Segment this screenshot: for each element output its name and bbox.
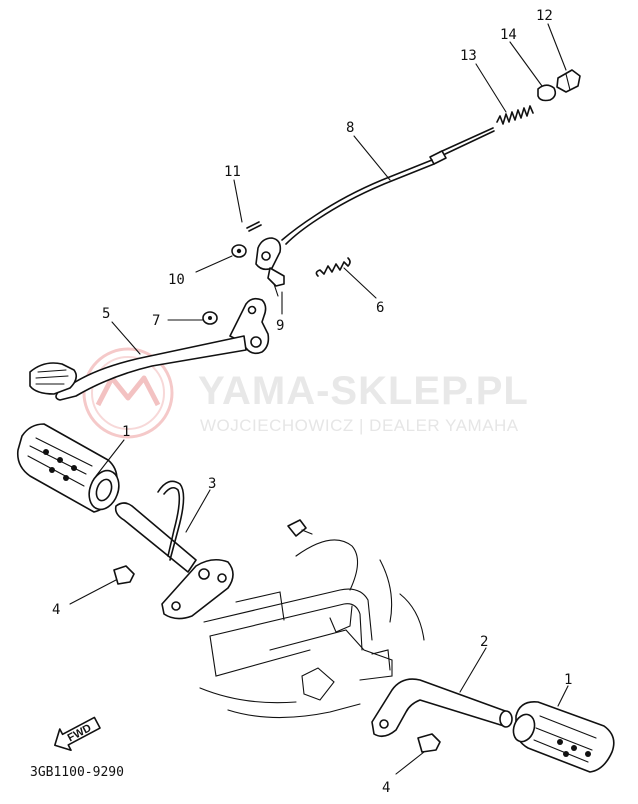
fwd-arrow: FWD: [54, 716, 101, 752]
callout-6: 6: [376, 300, 384, 316]
callout-10: 10: [168, 272, 185, 288]
part-8-brake-rod: [281, 127, 495, 245]
part-1-footrest-right: [512, 700, 615, 773]
part-1-footrest-left: [16, 423, 120, 513]
frame-outline: [199, 539, 425, 719]
part-7-bolt: [202, 311, 218, 325]
part-6-return-spring: [315, 257, 351, 277]
part-11-cotter-pin: [246, 221, 262, 232]
watermark-title: YAMA-SKLEP.PL: [198, 369, 529, 413]
callout-2: 2: [480, 634, 488, 650]
callout-4-left: 4: [52, 602, 60, 618]
callout-14: 14: [500, 27, 517, 43]
part-13-spring: [496, 105, 534, 125]
callout-8: 8: [346, 120, 354, 136]
callout-9: 9: [276, 318, 284, 334]
part-12-adjust-nut: [556, 69, 581, 93]
part-3-footrest-bracket-left: [114, 480, 234, 620]
part-4-bolt-left: [113, 565, 135, 585]
callout-4-right: 4: [382, 780, 390, 796]
callout-labels: 12 14 13 8 11 10 9 6 5 7 1 3 4 2 1 4: [52, 8, 572, 796]
callout-11: 11: [224, 164, 241, 180]
callout-7: 7: [152, 313, 160, 329]
part-14-joint: [537, 84, 557, 102]
callout-12: 12: [536, 8, 553, 24]
watermark-subtitle: WOJCIECHOWICZ | DEALER YAMAHA: [200, 416, 519, 435]
brake-rod-clevis: [255, 237, 282, 271]
callout-13: 13: [460, 48, 477, 64]
part-5-brake-pedal: [29, 297, 270, 401]
part-2-footrest-bracket-right: [371, 678, 513, 738]
callout-3: 3: [208, 476, 216, 492]
part-10-washer: [231, 244, 247, 258]
leader-lines: [69, 23, 569, 775]
callout-5: 5: [102, 306, 110, 322]
frame-clip: [287, 519, 313, 537]
fwd-label: FWD: [66, 722, 94, 744]
drawing-code: 3GB1100-9290: [30, 765, 124, 780]
watermark-logo: [82, 347, 174, 439]
callout-1-right: 1: [564, 672, 572, 688]
part-4-bolt-right: [417, 733, 441, 753]
callout-1-left: 1: [122, 424, 130, 440]
part-9-pin: [267, 267, 285, 297]
